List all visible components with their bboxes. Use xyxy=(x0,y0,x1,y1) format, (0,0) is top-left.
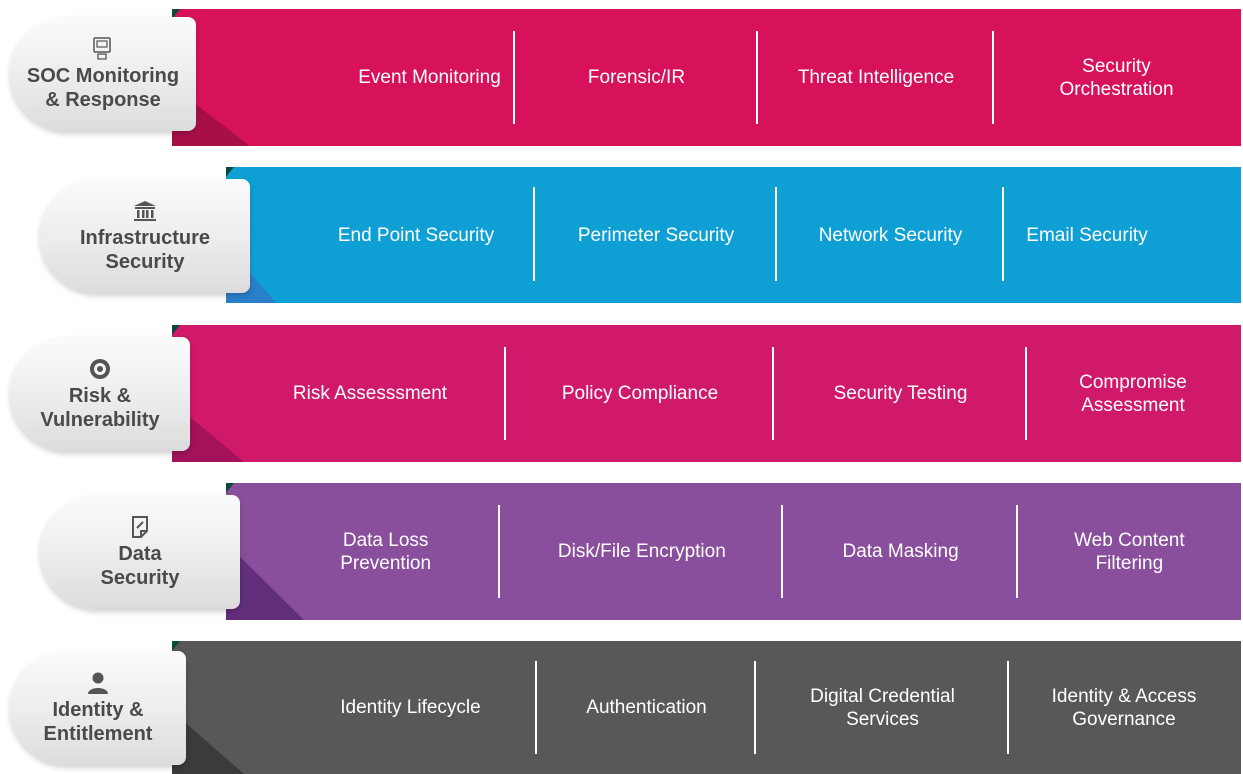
item-label: Identity & Access Governance xyxy=(1051,685,1197,730)
item: Security Orchestration xyxy=(994,9,1239,146)
category-row-infrastructure: End Point Security Perimeter Security Ne… xyxy=(0,167,1243,303)
item-label: Authentication xyxy=(586,697,707,718)
item-label: Security Orchestration xyxy=(1059,55,1174,100)
item-label: Policy Compliance xyxy=(561,383,719,404)
item: Compromise Assessment xyxy=(1027,325,1239,462)
category-label-pill: Risk & Vulnerability xyxy=(10,337,190,451)
item: Network Security xyxy=(777,167,1004,303)
user-icon xyxy=(83,670,113,696)
category-title: SOC Monitoring & Response xyxy=(26,65,180,111)
item: Security Testing xyxy=(774,325,1027,462)
document-icon xyxy=(125,514,155,540)
separator xyxy=(498,505,501,598)
item-label: Data Masking xyxy=(842,541,959,562)
item: Web Content Filtering xyxy=(1018,483,1241,620)
item-label: Identity Lifecycle xyxy=(340,697,481,718)
item-label: Event Monitoring xyxy=(358,67,501,88)
separator xyxy=(1025,347,1027,440)
item-label: Compromise Assessment xyxy=(1079,371,1187,416)
item: Identity Lifecycle xyxy=(284,641,537,774)
items-group: Risk Assesssment Policy Compliance Secur… xyxy=(234,325,1241,462)
separator xyxy=(781,505,784,598)
item: Policy Compliance xyxy=(506,325,774,462)
category-band: Data Loss Prevention Disk/File Encryptio… xyxy=(226,483,1241,620)
separator xyxy=(504,347,506,440)
item-label: End Point Security xyxy=(337,224,495,246)
category-label-pill: SOC Monitoring & Response xyxy=(10,17,196,131)
item: Disk/File Encryption xyxy=(500,483,784,620)
band-fold xyxy=(172,641,244,774)
item-label: Security Testing xyxy=(833,383,968,404)
item: Threat Intelligence xyxy=(758,9,994,146)
separator xyxy=(533,187,535,281)
separator xyxy=(513,31,515,124)
category-row-identity: Identity Lifecycle Authentication Digita… xyxy=(0,641,1243,774)
item-label: Digital Credential Services xyxy=(810,685,955,730)
items-group: Identity Lifecycle Authentication Digita… xyxy=(284,641,1241,774)
band-fold xyxy=(226,483,304,620)
item-label: Threat Intelligence xyxy=(797,67,955,88)
category-band: End Point Security Perimeter Security Ne… xyxy=(226,167,1241,303)
item-label: Perimeter Security xyxy=(577,224,735,246)
building-icon xyxy=(130,198,160,224)
category-row-risk: Risk Assesssment Policy Compliance Secur… xyxy=(0,325,1243,462)
separator xyxy=(992,31,994,124)
category-band: Identity Lifecycle Authentication Digita… xyxy=(172,641,1241,774)
item-label: Disk/File Encryption xyxy=(557,541,726,562)
item: Risk Assesssment xyxy=(234,325,506,462)
category-label-pill: Infrastructure Security xyxy=(40,179,250,293)
monitor-icon xyxy=(88,36,118,62)
item: Event Monitoring xyxy=(344,9,515,146)
category-label-pill: Identity & Entitlement xyxy=(10,651,186,765)
item: Email Security xyxy=(1004,167,1170,303)
item-label: Risk Assesssment xyxy=(292,383,448,404)
separator xyxy=(772,347,774,440)
item-label: Email Security xyxy=(1026,224,1148,246)
separator xyxy=(756,31,758,124)
items-group: Data Loss Prevention Disk/File Encryptio… xyxy=(271,483,1241,620)
category-band: Risk Assesssment Policy Compliance Secur… xyxy=(172,325,1241,462)
item: Perimeter Security xyxy=(535,167,777,303)
items-group: Event Monitoring Forensic/IR Threat Inte… xyxy=(344,9,1241,146)
category-title: Data Security xyxy=(100,543,180,589)
items-group: End Point Security Perimeter Security Ne… xyxy=(297,167,1241,303)
item-label: Web Content Filtering xyxy=(1074,529,1185,574)
item: Identity & Access Governance xyxy=(1009,641,1239,774)
separator xyxy=(1002,187,1004,281)
item: Forensic/IR xyxy=(515,9,758,146)
item-label: Data Loss Prevention xyxy=(340,529,432,574)
item: Data Masking xyxy=(783,483,1018,620)
item-label: Forensic/IR xyxy=(587,67,686,88)
item: Authentication xyxy=(537,641,756,774)
separator xyxy=(1007,661,1009,754)
item: Digital Credential Services xyxy=(756,641,1009,774)
category-row-data: Data Loss Prevention Disk/File Encryptio… xyxy=(0,483,1243,620)
category-label-pill: Data Security xyxy=(40,495,240,609)
category-band: Event Monitoring Forensic/IR Threat Inte… xyxy=(172,9,1241,146)
target-icon xyxy=(85,356,115,382)
separator xyxy=(535,661,537,754)
category-title: Risk & Vulnerability xyxy=(40,385,160,431)
item: End Point Security xyxy=(297,167,535,303)
category-row-soc: Event Monitoring Forensic/IR Threat Inte… xyxy=(0,9,1243,146)
category-title: Infrastructure Security xyxy=(79,227,211,273)
item-label: Network Security xyxy=(818,224,963,246)
separator xyxy=(1015,505,1018,598)
separator xyxy=(754,661,756,754)
item: Data Loss Prevention xyxy=(271,483,501,620)
category-title: Identity & Entitlement xyxy=(43,699,153,745)
band-fold xyxy=(172,325,244,462)
separator xyxy=(775,187,777,281)
